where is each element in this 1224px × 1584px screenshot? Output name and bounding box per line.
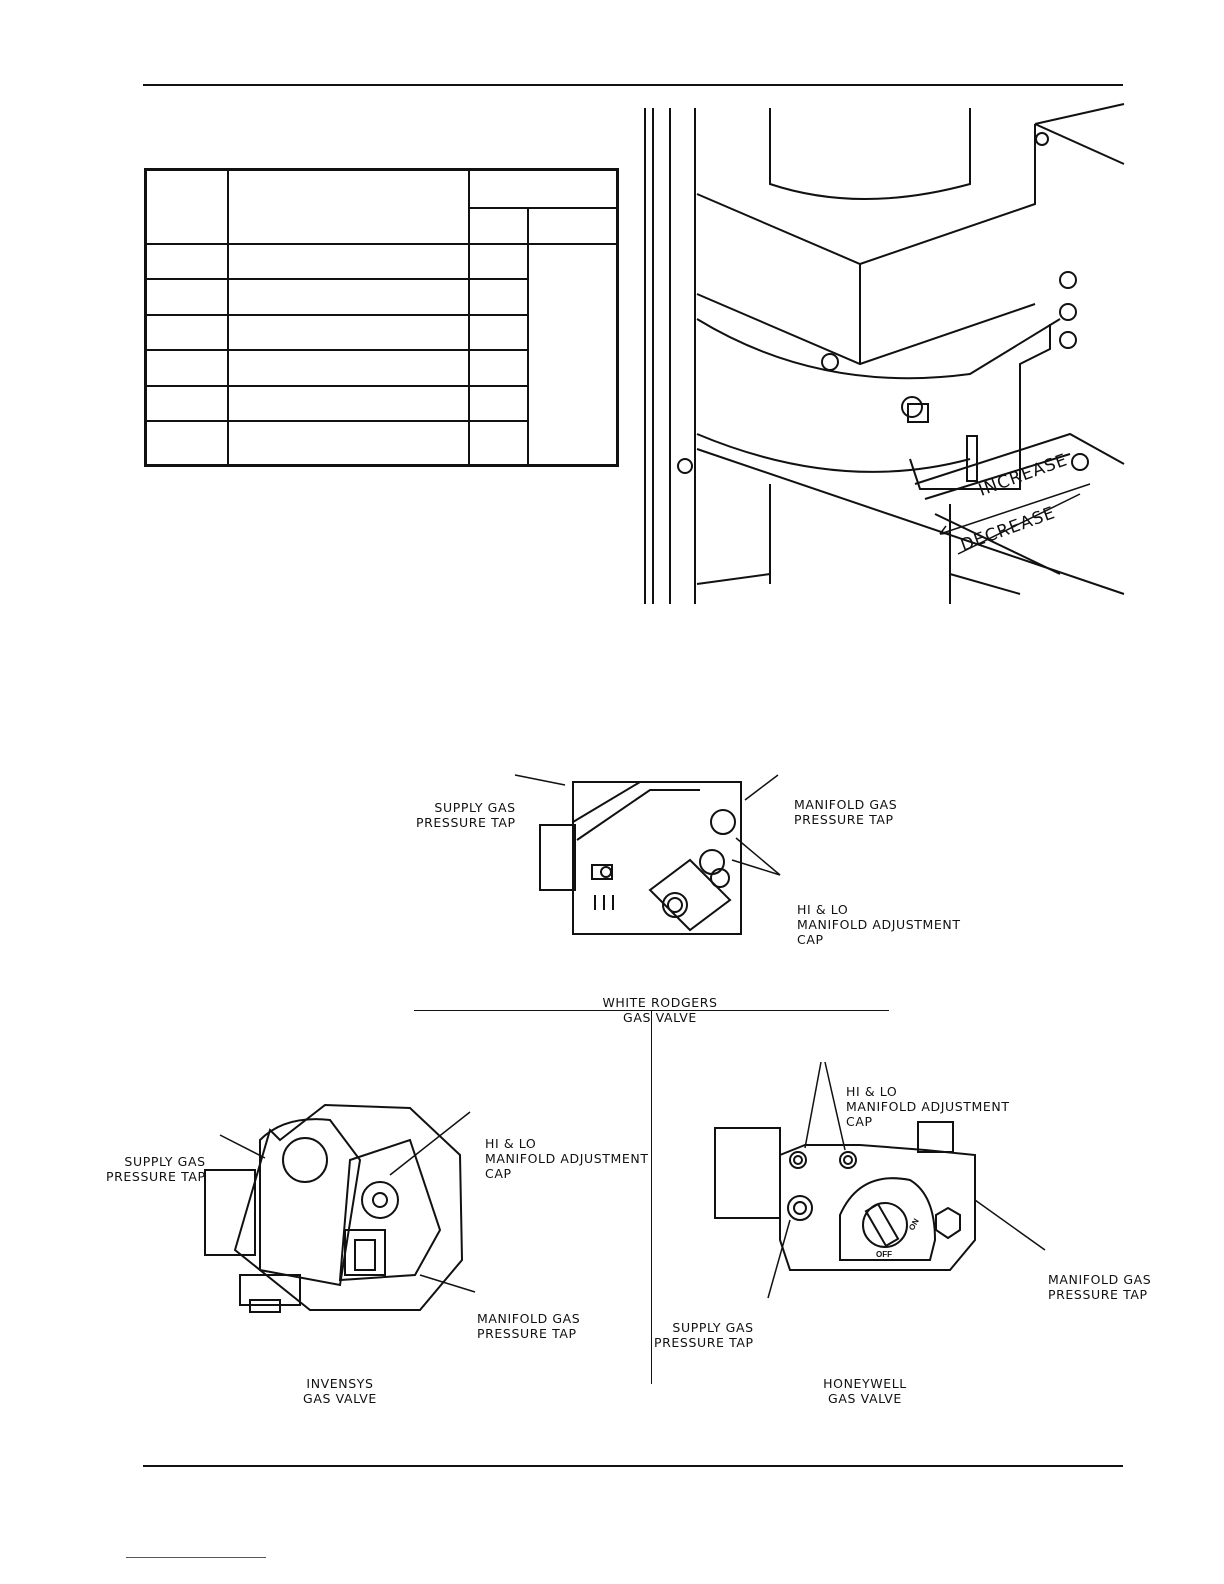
table-header-cell (226, 168, 470, 245)
footer-rule (143, 1465, 1123, 1467)
spec-table (144, 168, 619, 467)
table-header-cell (526, 206, 619, 245)
honeywell-valve-drawing (714, 1061, 1046, 1299)
invensys-valve-drawing (204, 1103, 476, 1313)
table-header-cell (467, 168, 619, 209)
table-header-cell (144, 168, 229, 245)
burner-assembly-drawing (644, 103, 1125, 604)
figure-divider-vertical (651, 1010, 652, 1384)
table-row (144, 349, 618, 387)
honeywell-dial-off: OFF (876, 1250, 892, 1259)
footer-link-underline (126, 1557, 266, 1558)
table-row (144, 384, 618, 423)
white-rodgers-valve-drawing (514, 774, 781, 935)
table-row (144, 420, 618, 467)
table-row (144, 278, 618, 316)
table-header-cell (467, 206, 529, 245)
table-row (144, 242, 619, 467)
header-rule (143, 84, 1123, 86)
table-row (144, 313, 618, 352)
